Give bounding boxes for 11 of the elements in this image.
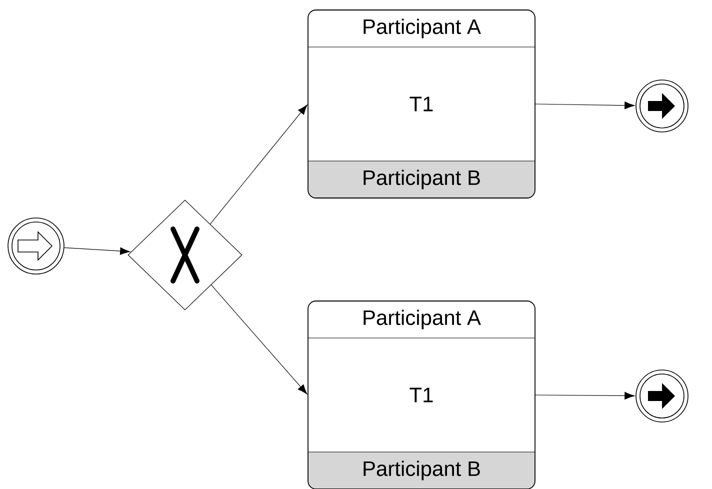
- start-event-circle: [8, 218, 64, 274]
- arrow: [534, 102, 635, 110]
- arrow: [534, 392, 635, 400]
- arrow: [64, 247, 130, 255]
- end-event-circle: [636, 80, 688, 132]
- arrow: [210, 104, 308, 224]
- gateway-diamond: [128, 200, 242, 310]
- arrow: [210, 284, 308, 394]
- choreography-task: Participant A T1 Participant B: [308, 300, 536, 489]
- end-event-circle: [636, 370, 688, 422]
- choreography-task: Participant A T1 Participant B: [308, 10, 536, 198]
